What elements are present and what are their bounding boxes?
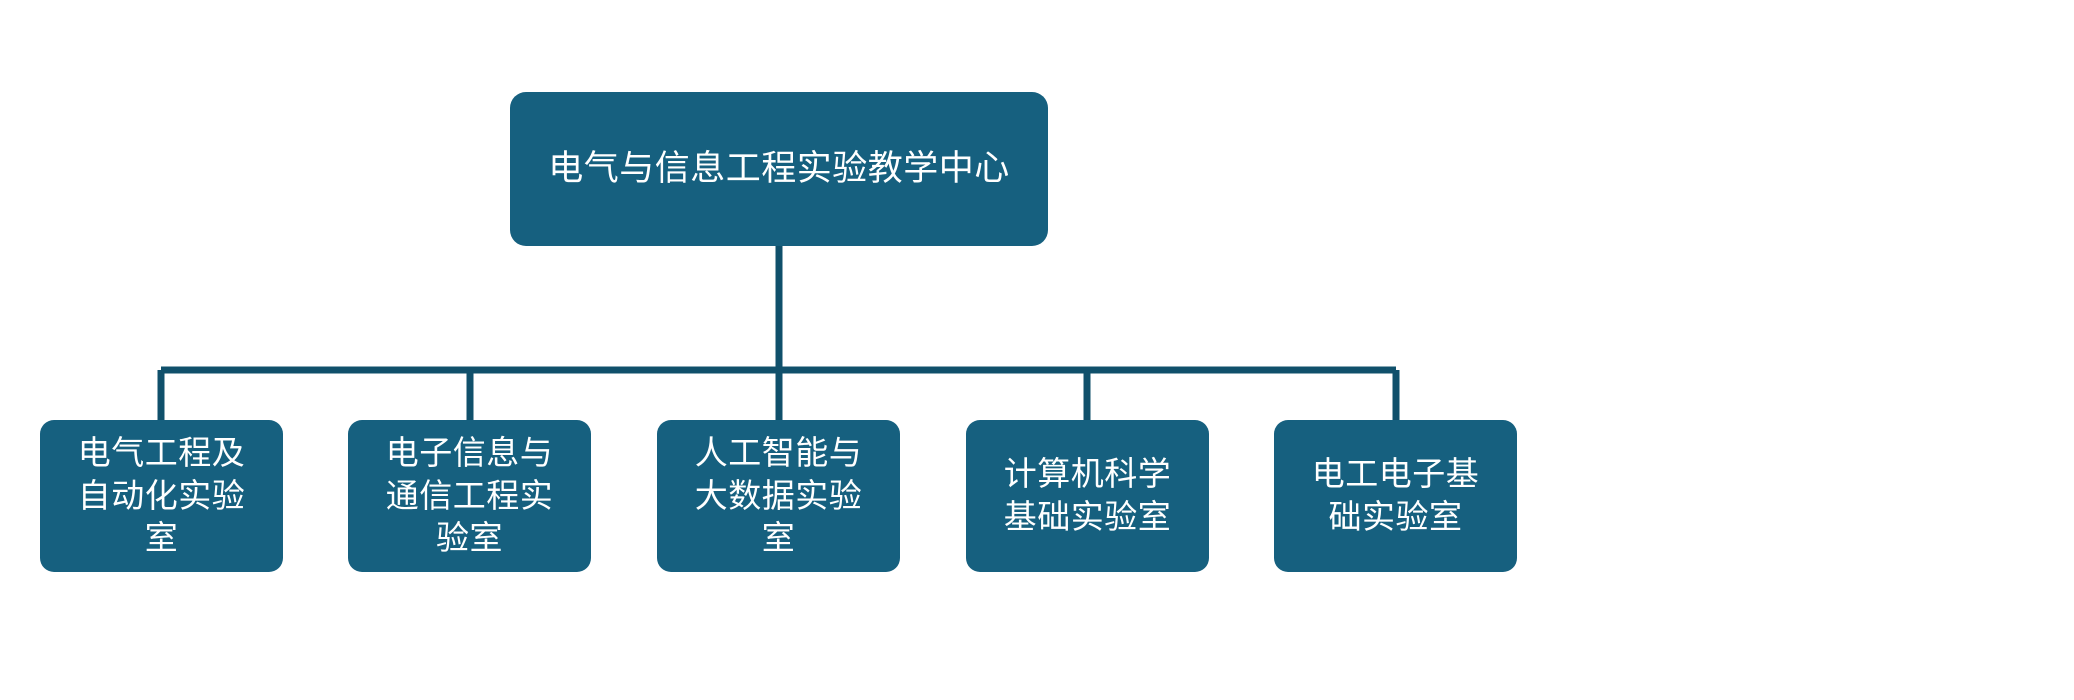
org-node-label: 计算机科学 基础实验室 [1003, 455, 1172, 535]
org-node-label: 电子信息与 通信工程实 验室 [385, 433, 554, 557]
org-node-root-label: 电气与信息工程实验教学中心 [548, 148, 1010, 188]
org-node-label: 电工电子基 础实验室 [1311, 455, 1480, 535]
org-node-computer-science-fundamentals-lab[interactable]: 计算机科学 基础实验室 [966, 420, 1209, 572]
org-node-label: 电气工程及 自动化实验 室 [77, 433, 246, 557]
org-node-electronic-information-communication-lab[interactable]: 电子信息与 通信工程实 验室 [348, 420, 591, 572]
org-node-root[interactable]: 电气与信息工程实验教学中心 [510, 92, 1048, 246]
org-node-label: 人工智能与 大数据实验 室 [694, 433, 863, 557]
org-node-electrical-engineering-automation-lab[interactable]: 电气工程及 自动化实验 室 [40, 420, 283, 572]
org-node-electrical-electronics-fundamentals-lab[interactable]: 电工电子基 础实验室 [1274, 420, 1517, 572]
org-node-ai-bigdata-lab[interactable]: 人工智能与 大数据实验 室 [657, 420, 900, 572]
